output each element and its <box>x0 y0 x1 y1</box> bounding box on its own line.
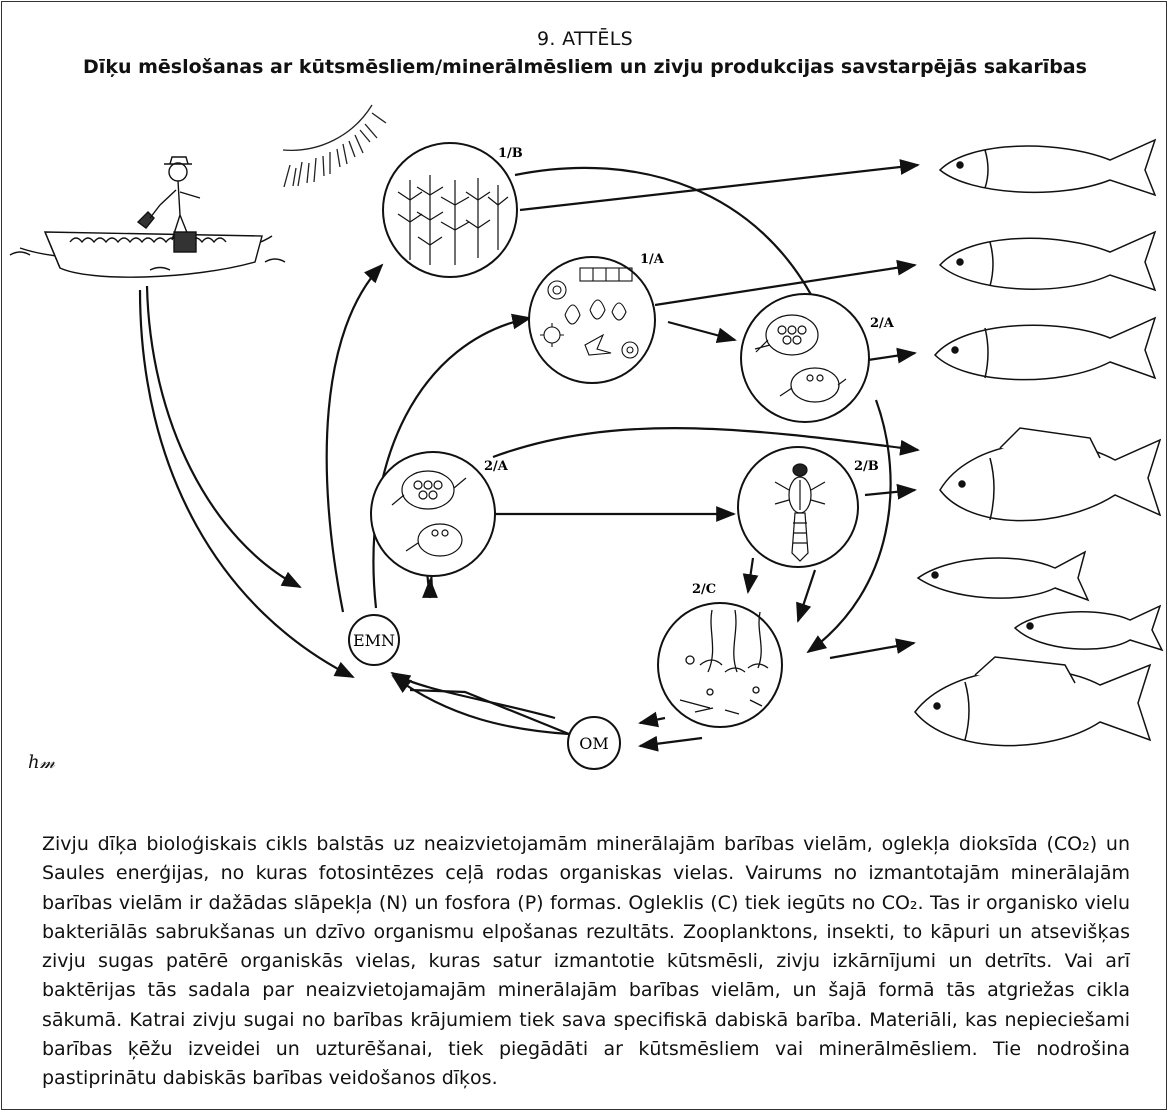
sun-icon <box>283 105 386 187</box>
fish-bighead-carp-icon <box>940 232 1155 290</box>
node-label-1b: 1/B <box>498 146 523 161</box>
node-label-om: OM <box>579 734 609 753</box>
node-macrophytes: 1/B <box>383 143 523 277</box>
node-zooplankton-top: 2/A <box>741 294 895 422</box>
node-insects: 2/B <box>738 447 879 567</box>
node-om: OM <box>568 717 620 769</box>
fish-grass-carp-icon <box>935 318 1155 380</box>
node-label-2a-top: 2/A <box>870 316 895 331</box>
fish-bream-icon <box>918 552 1088 600</box>
fish-mirror-carp-icon <box>915 657 1150 746</box>
fertilizing-boat-illustration <box>10 157 285 277</box>
fish-silver-carp-icon <box>940 140 1155 195</box>
node-label-2b: 2/B <box>854 459 879 474</box>
node-label-2a-left: 2/A <box>484 459 509 474</box>
node-benthos: 2/C <box>658 582 782 727</box>
fish-tench-icon <box>1015 606 1162 650</box>
node-label-1a: 1/A <box>640 252 665 267</box>
node-emn: EMN <box>349 615 399 665</box>
node-phytoplankton: 1/A <box>529 252 665 383</box>
fish-common-carp-icon <box>940 428 1160 521</box>
food-web-diagram: 1/B 1/A 2/A <box>0 0 1170 800</box>
illustrator-signature: ℎ𝓂 <box>28 752 55 773</box>
node-label-emn: EMN <box>353 631 395 650</box>
figure-description: Zivju dīķa bioloģiskais cikls balstās uz… <box>42 830 1130 1094</box>
node-zooplankton-left: 2/A <box>371 452 509 576</box>
node-label-2c: 2/C <box>692 582 716 597</box>
